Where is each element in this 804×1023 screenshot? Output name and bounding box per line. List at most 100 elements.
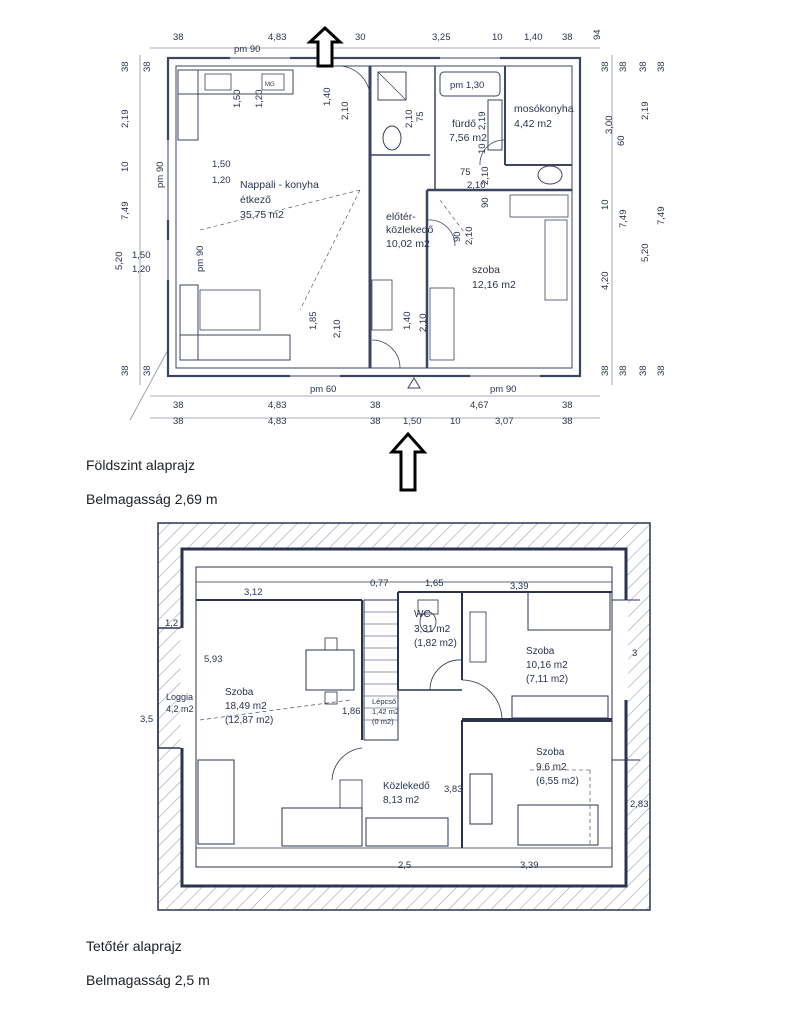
- dim-12: 1,2: [165, 618, 178, 629]
- dim-right-in-8: 3,00: [604, 116, 615, 135]
- label-pm60: pm 60: [310, 384, 336, 395]
- room-szoba1-net: (7,11 m2): [526, 674, 568, 685]
- ground-dims-right: 2,19 7,49 5,20 38 38 38 38 38 38 38 38 3…: [600, 61, 667, 376]
- dim-int-19: 2,10: [418, 314, 429, 333]
- label-mg: MG: [265, 82, 275, 88]
- room-szoba1-name: Szoba: [526, 646, 555, 657]
- dim-top-2: 30: [355, 32, 366, 43]
- dim-right-in-9: 60: [616, 135, 627, 146]
- dim-int-4: 1,50: [212, 159, 231, 170]
- attic-floor-plan: [157, 522, 651, 911]
- dim-bot2-2: 38: [370, 416, 381, 427]
- dim-right-in-11: 4,20: [600, 272, 611, 291]
- room-hall-line1: előtér-: [386, 211, 416, 223]
- room-szoba2-net: (6,55 m2): [536, 776, 579, 787]
- ground-misc-labels: pm 90 pm 1,30 pm 60 pm 90 pm 90 pm 90 MG: [155, 44, 516, 395]
- ground-caption-title: Földszint alaprajz: [86, 457, 195, 473]
- dim-383: 3,83: [444, 784, 463, 795]
- dim-int-18: 1,40: [402, 312, 413, 331]
- room-kozlekedo-area: 8,13 m2: [383, 795, 420, 806]
- ground-dims-top: 38 4,83 30 3,25 10 1,40 38 94: [173, 29, 603, 43]
- north-arrow-icon: [306, 25, 344, 68]
- room-wc-name: WC: [414, 609, 431, 620]
- dim-bot2-6: 38: [562, 416, 573, 427]
- label-pm90-top: pm 90: [234, 44, 260, 55]
- label-pm90-bottom: pm 90: [490, 384, 516, 395]
- dim-bot1-4: 38: [562, 400, 573, 411]
- label-pm90-left: pm 90: [155, 162, 166, 188]
- dim-bot1-3: 4,67: [470, 400, 489, 411]
- dim-593: 5,93: [204, 654, 223, 665]
- dim-bot1-0: 38: [173, 400, 184, 411]
- dim-3: 3: [632, 648, 637, 659]
- dim-right-in-2: 38: [638, 61, 649, 72]
- room-bedroom-area: 12,16 m2: [472, 279, 516, 291]
- room-lepcso-area: 1,42 m2: [372, 707, 399, 716]
- attic-caption-title: Tetőtér alaprajz: [86, 938, 182, 954]
- dim-top-5: 1,40: [524, 32, 543, 43]
- dim-312: 3,12: [244, 587, 263, 598]
- room-loggia-area: 4,2 m2: [166, 704, 194, 714]
- dim-int-6: 2,10: [404, 110, 415, 129]
- ground-caption-height: Belmagasság 2,69 m: [86, 491, 218, 507]
- dim-left-5: 1,20: [132, 264, 151, 275]
- room-kozlekedo-name: Közlekedő: [383, 781, 430, 792]
- dim-int-10: 10: [477, 143, 488, 154]
- dim-int-7: 75: [415, 111, 426, 122]
- dim-int-1: 2,10: [340, 102, 351, 121]
- room-szoba-left-area: 18,49 m2: [225, 701, 267, 712]
- dim-int-12: 2,10: [464, 227, 475, 246]
- dim-left-4: 1,50: [132, 250, 151, 261]
- dim-top-0: 38: [173, 32, 184, 43]
- room-szoba2-name: Szoba: [536, 747, 565, 758]
- dim-25: 2,5: [398, 860, 411, 871]
- dim-int-11: 75: [460, 167, 471, 178]
- entrance-marker-icon: [407, 377, 421, 389]
- dim-left-0: 2,19: [120, 110, 131, 129]
- room-wc-area: 3,31 m2: [414, 624, 451, 635]
- dim-right-in-1: 38: [618, 61, 629, 72]
- dim-bot2-3: 1,50: [403, 416, 422, 427]
- dim-top-7: 94: [592, 29, 603, 40]
- room-wc-net: (1,82 m2): [414, 638, 457, 649]
- dim-right-in-5: 38: [618, 365, 629, 376]
- dim-186: 1,86: [342, 706, 361, 717]
- dim-077: 0,77: [370, 578, 389, 589]
- room-hall-area: 10,02 m2: [386, 238, 430, 250]
- room-living-area: 35,75 m2: [240, 209, 284, 221]
- dim-left-1: 10: [120, 161, 131, 172]
- dim-int-0: 1,40: [322, 88, 333, 107]
- dim-right-in-12: 7,49: [618, 210, 629, 229]
- dim-top-6: 38: [562, 32, 573, 43]
- dim-bot2-4: 10: [450, 416, 461, 427]
- room-loggia-name: Loggia: [166, 692, 193, 702]
- room-laundry-area: 4,42 m2: [514, 118, 552, 130]
- room-laundry-name: mosókonyha: [514, 103, 574, 115]
- dim-int-5: 1,20: [212, 175, 231, 186]
- dim-left-in-0: 38: [120, 61, 131, 72]
- room-szoba2-area: 9,6 m2: [536, 762, 567, 773]
- room-bath-area: 7,56 m2: [449, 132, 487, 144]
- dim-int-15: 90: [480, 197, 491, 208]
- entrance-arrow-icon: [388, 431, 428, 492]
- dim-int-14: 2,10: [480, 167, 491, 186]
- ground-dims-interior: 1,40 2,10 1,50 1,20 1,50 1,20 2,10 75 2,…: [212, 88, 491, 339]
- dim-left-2: 7,49: [120, 202, 131, 221]
- room-szoba-left-net: (12,87 m2): [225, 715, 273, 726]
- room-lepcso-net: (0 m2): [372, 717, 394, 726]
- dim-right-in-0: 38: [600, 61, 611, 72]
- dim-bot1-1: 4,83: [268, 400, 287, 411]
- dim-right-in-4: 38: [600, 365, 611, 376]
- attic-dims: 3,12 0,77 1,65 3,39 1,2 5,93 3,5 1,86 3,…: [140, 578, 649, 871]
- dim-right-in-3: 38: [656, 61, 667, 72]
- room-bedroom-name: szoba: [472, 264, 500, 276]
- dim-bot1-2: 38: [370, 400, 381, 411]
- dim-right-in-6: 38: [638, 365, 649, 376]
- dim-165: 1,65: [425, 578, 444, 589]
- room-szoba-left-name: Szoba: [225, 687, 254, 698]
- room-hall-line2: közlekedő: [386, 224, 433, 236]
- dim-339-bottom: 3,39: [520, 860, 539, 871]
- dim-right-2: 5,20: [640, 244, 651, 263]
- dim-right-in-7: 38: [656, 365, 667, 376]
